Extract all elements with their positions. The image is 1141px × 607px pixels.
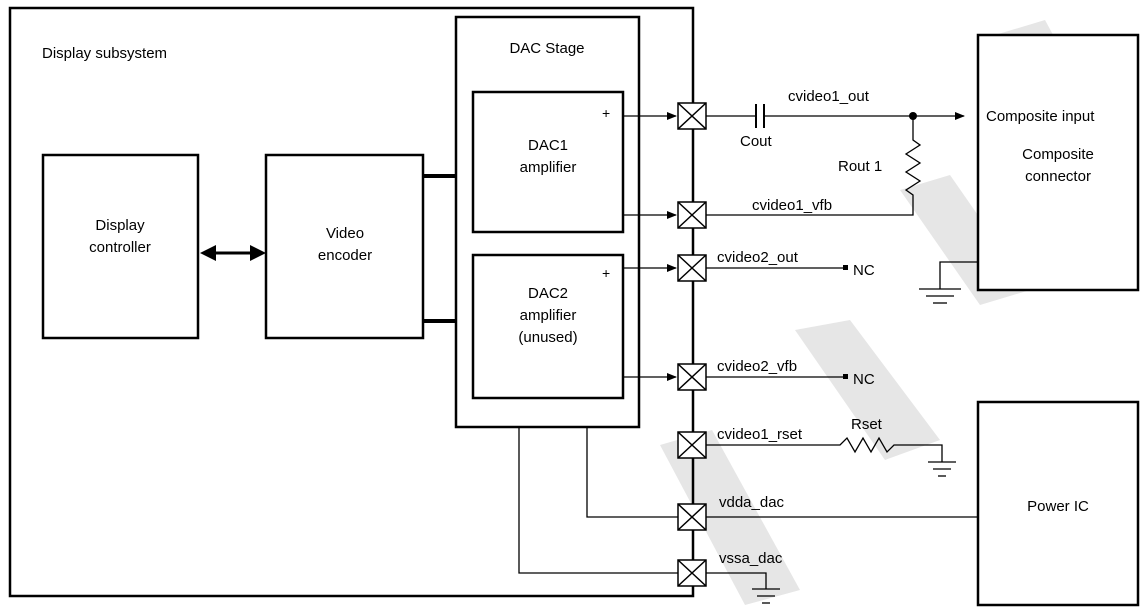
dac-pin-arrows <box>623 112 677 381</box>
vssa-line <box>518 427 678 574</box>
label-rset: Rset <box>851 416 883 433</box>
display-controller-block <box>41 153 200 340</box>
external-wiring <box>706 104 978 604</box>
pin-cvideo1-out <box>677 102 707 130</box>
label-nc-1: NC <box>853 262 875 279</box>
dac-stage-title: DAC Stage <box>509 40 584 57</box>
dac2-label-2: amplifier <box>520 307 577 324</box>
video-encoder-label-2: encoder <box>318 247 372 264</box>
dac1-label-1: DAC1 <box>528 137 568 154</box>
dac2-block <box>471 253 625 400</box>
nc-dot-1 <box>843 265 848 270</box>
label-cvideo2-vfb: cvideo2_vfb <box>717 358 797 375</box>
dac1-plus: + <box>602 105 610 121</box>
composite-connector-label-1: Composite <box>1022 146 1094 163</box>
pin-cvideo1-rset <box>677 431 707 459</box>
label-vssa-dac: vssa_dac <box>719 550 783 567</box>
nc-dot-2 <box>843 374 848 379</box>
label-rout: Rout 1 <box>838 158 882 175</box>
label-cout: Cout <box>740 133 773 150</box>
power-ic-box <box>976 400 1140 607</box>
display-subsystem-title: Display subsystem <box>42 45 167 62</box>
pin-cvideo2-out <box>677 254 707 282</box>
label-cvideo1-out: cvideo1_out <box>788 88 870 105</box>
dac1-label-2: amplifier <box>520 159 577 176</box>
pin-cvideo1-vfb <box>677 201 707 229</box>
label-nc-2: NC <box>853 371 875 388</box>
display-subsystem-box <box>8 6 695 598</box>
composite-connector-box <box>976 33 1140 292</box>
dac1-block <box>471 90 625 234</box>
junction-dot <box>909 112 917 120</box>
label-cvideo1-rset: cvideo1_rset <box>717 426 803 443</box>
composite-input-label: Composite input <box>986 108 1095 125</box>
pin-vdda-dac <box>677 503 707 531</box>
video-encoder-label-1: Video <box>326 225 364 242</box>
display-controller-label-2: controller <box>89 239 151 256</box>
pin-cvideo2-vfb <box>677 363 707 391</box>
pins <box>677 102 707 587</box>
power-ic-label: Power IC <box>1027 498 1089 515</box>
pin-vssa-dac <box>677 559 707 587</box>
video-encoder-block <box>264 153 425 340</box>
bidirectional-arrow <box>200 245 266 261</box>
composite-connector-label-2: connector <box>1025 168 1091 185</box>
display-controller-label-1: Display <box>95 217 145 234</box>
dac2-plus: + <box>602 265 610 281</box>
label-vdda-dac: vdda_dac <box>719 494 785 511</box>
vdda-line <box>586 427 678 518</box>
label-cvideo2-out: cvideo2_out <box>717 249 799 266</box>
dac2-label-1: DAC2 <box>528 285 568 302</box>
dac2-label-3: (unused) <box>518 329 577 346</box>
label-cvideo1-vfb: cvideo1_vfb <box>752 197 832 214</box>
